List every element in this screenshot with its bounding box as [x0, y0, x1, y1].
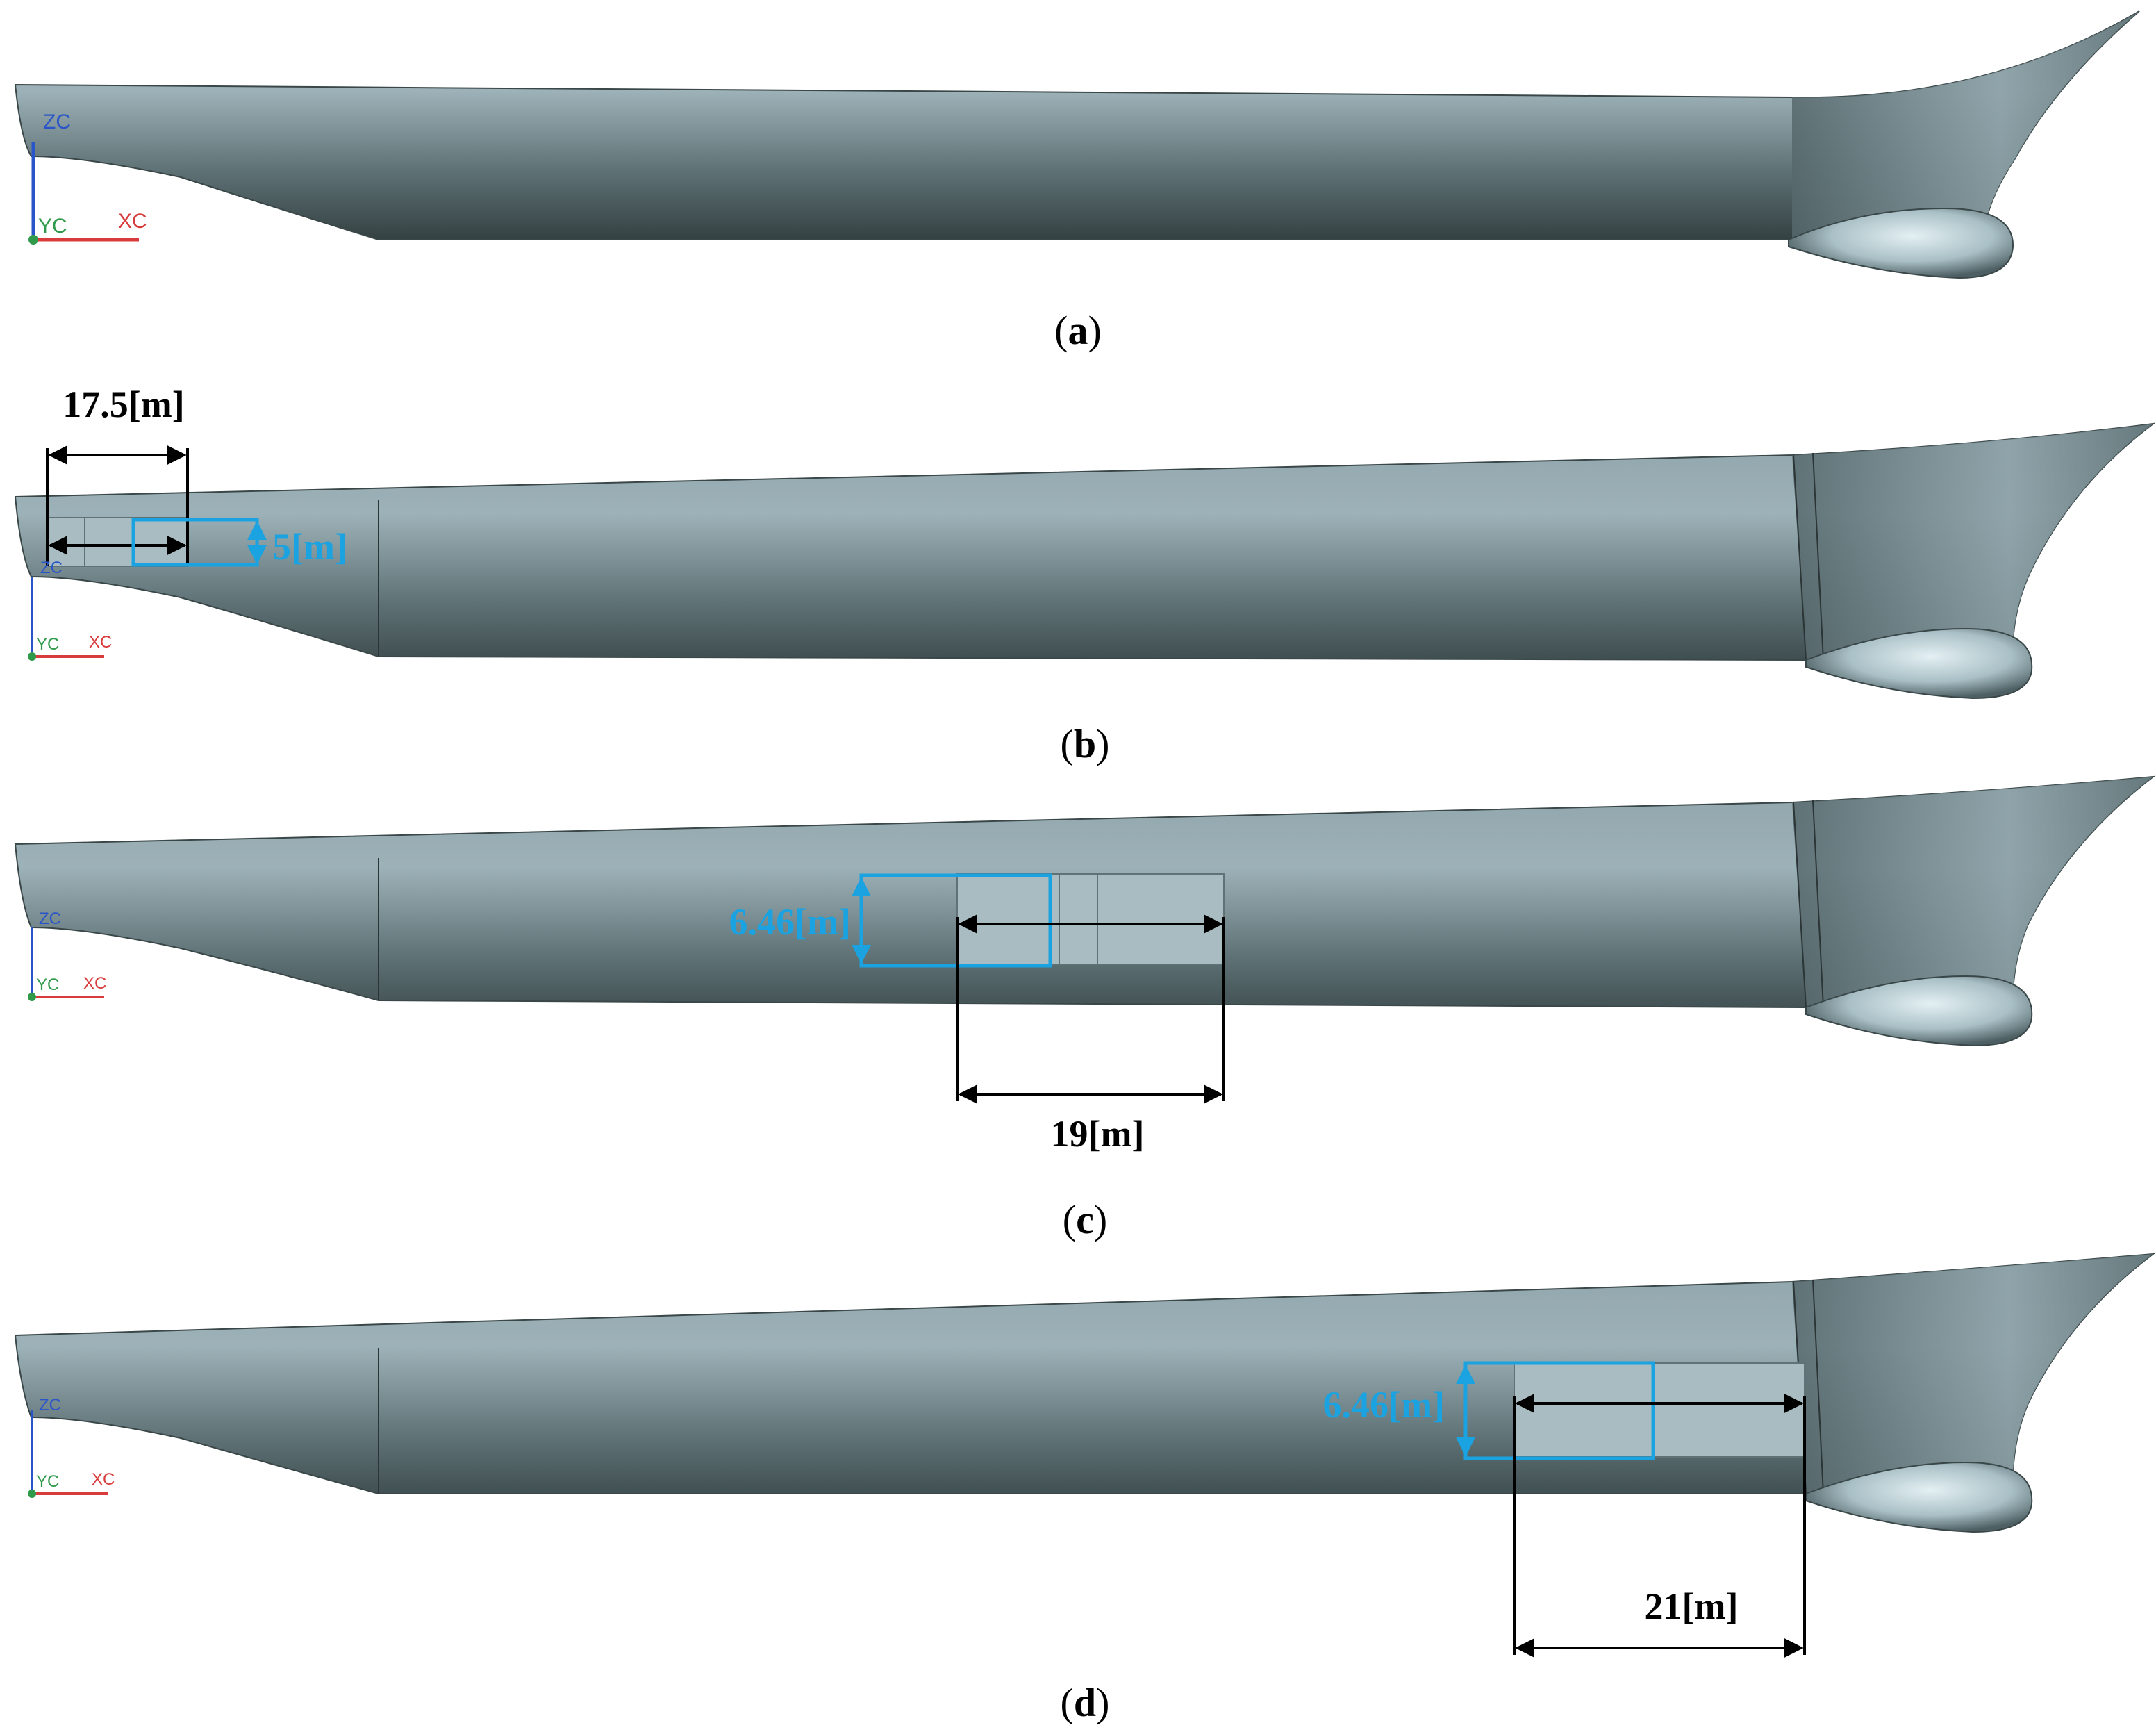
x-axis-label: XC: [83, 974, 106, 993]
z-axis-label: ZC: [40, 559, 63, 577]
dimension-label: 6.46[m]: [729, 901, 851, 943]
bow-section: [1792, 424, 2153, 681]
dimension-19m: 19[m]: [956, 914, 1225, 1155]
caption-letter: c: [1076, 1197, 1094, 1242]
caption-letter: a: [1068, 308, 1088, 353]
bow-section: [1792, 777, 2153, 1035]
z-axis-label: ZC: [39, 1396, 61, 1415]
section-line: [1812, 1279, 1824, 1494]
z-axis-label: ZC: [39, 909, 61, 928]
origin-dot: [28, 652, 36, 661]
x-axis-label: XC: [92, 1470, 115, 1489]
y-axis-label: YC: [38, 215, 67, 238]
x-axis-label: XC: [89, 633, 112, 652]
caption-letter: b: [1074, 721, 1096, 766]
hull-a: [14, 10, 2140, 279]
bulbous-bow: [1805, 975, 2033, 1047]
caption-letter: d: [1074, 1680, 1096, 1725]
panel-d: 6.46[m] 21[m] ZC YC XC (d): [14, 1253, 2156, 1725]
panel-caption-c: (c): [1063, 1197, 1107, 1242]
dimension-label: 6.46[m]: [1323, 1384, 1445, 1426]
panel-b: 17.5[m] 5[m] ZC YC XC (b): [14, 383, 2156, 766]
bow-section: [1792, 11, 2139, 240]
section-line: [1793, 454, 1807, 661]
section-line: [1812, 800, 1824, 1008]
axis-triad-d: ZC YC XC: [28, 1396, 115, 1498]
y-axis-label: YC: [36, 1472, 59, 1491]
axis-triad-c: ZC YC XC: [28, 909, 106, 1001]
hull-c: [14, 775, 2156, 1047]
panel-caption-d: (d): [1061, 1680, 1110, 1725]
dimension-5m: 5[m]: [131, 518, 347, 568]
section-line: [1812, 452, 1824, 661]
dimension-label: 21[m]: [1645, 1585, 1739, 1627]
dimension-label: 19[m]: [1051, 1113, 1145, 1155]
y-axis-label: YC: [36, 635, 59, 654]
panel-caption-a: (a): [1054, 308, 1102, 353]
panel-caption-b: (b): [1061, 721, 1110, 766]
z-axis-label: ZC: [43, 110, 71, 133]
origin-dot: [28, 235, 38, 245]
hull-b: [14, 422, 2156, 700]
dimension-label: 17.5[m]: [63, 383, 184, 425]
dimension-21m: 21[m]: [1513, 1394, 1806, 1658]
bulbous-bow: [1805, 1461, 2033, 1533]
fwd-region-box: [1514, 1362, 1805, 1458]
mid-region-box: [956, 873, 1225, 965]
bulbous-bow: [1788, 207, 2014, 279]
dimension-17-5m: 17.5[m]: [46, 383, 189, 566]
hull-d: [14, 1253, 2156, 1533]
y-axis-label: YC: [36, 975, 59, 994]
panel-a: ZC YC XC (a): [14, 10, 2140, 353]
aft-region-box: [48, 517, 188, 567]
hull-body: [14, 10, 2140, 240]
axis-triad-b: ZC YC XC: [28, 559, 112, 661]
axis-triad-a: ZC YC XC: [28, 110, 147, 245]
panel-c: 6.46[m] 19[m] ZC YC XC (c): [14, 775, 2156, 1242]
dimension-label: 5[m]: [272, 526, 347, 568]
bow-section: [1792, 1254, 2153, 1518]
x-axis-label: XC: [118, 210, 147, 233]
bulbous-bow: [1805, 627, 2033, 700]
origin-dot: [28, 993, 36, 1001]
origin-dot: [28, 1490, 36, 1498]
section-line: [1793, 802, 1807, 1008]
